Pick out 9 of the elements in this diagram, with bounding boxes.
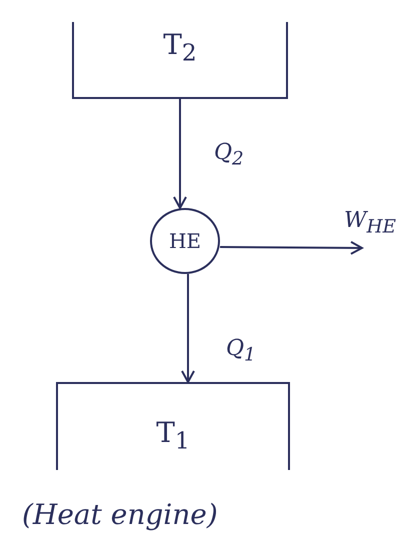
arrow (220, 240, 363, 255)
node-label: T$_{1}$ (156, 416, 190, 454)
node-label: T$_{2}$ (163, 28, 197, 67)
arrow (173, 99, 187, 209)
reservoir (56, 382, 290, 470)
node-label: HE (168, 229, 202, 253)
reservoir (72, 22, 288, 99)
arrow (181, 274, 195, 383)
caption: (Heat engine) (22, 498, 218, 531)
